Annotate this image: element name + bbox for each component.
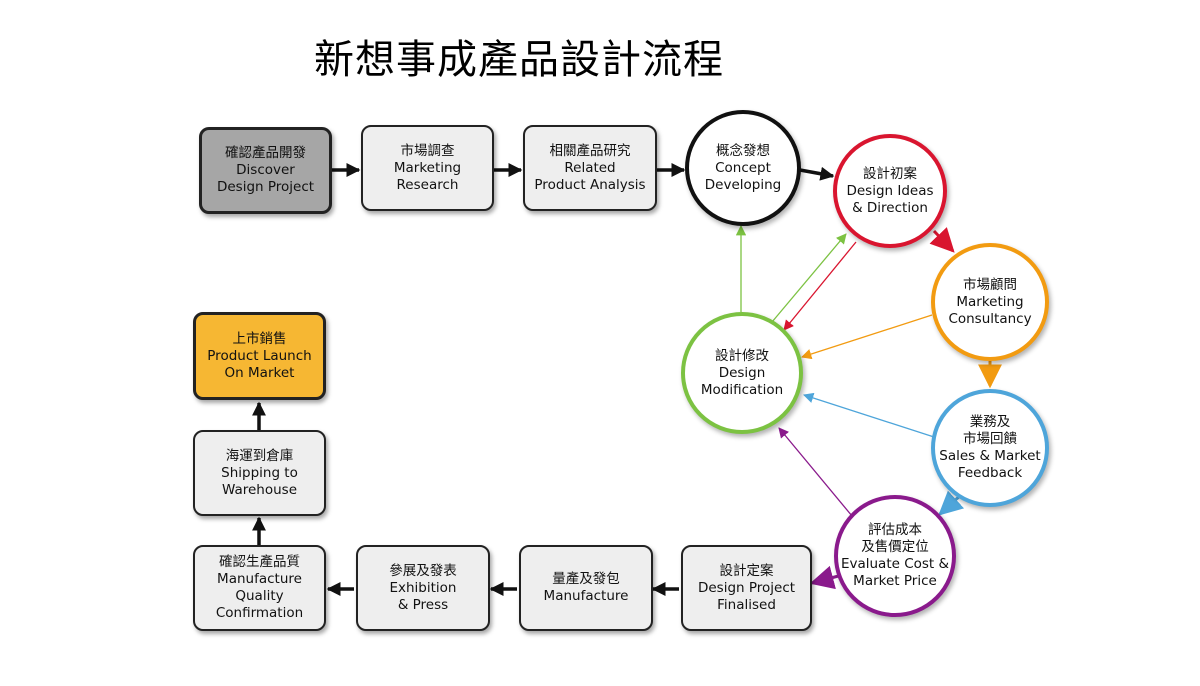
node-exhibition-press: 參展及發表 Exhibition & Press bbox=[356, 545, 490, 631]
node-label-en: Finalised bbox=[717, 596, 776, 613]
node-label-en: Design Project bbox=[216, 179, 315, 195]
arrow-evaluate-to-modification bbox=[778, 427, 858, 523]
node-label-en: Market Price bbox=[853, 573, 937, 589]
node-product-launch-on-market: 上市銷售 Product Launch On Market bbox=[193, 312, 326, 400]
node-label-zh: 參展及發表 bbox=[389, 562, 457, 579]
node-marketing-research: 市場調查 Marketing Research bbox=[361, 125, 494, 211]
node-label-zh: 量產及發包 bbox=[552, 571, 620, 587]
node-label-en: Design Ideas bbox=[846, 182, 934, 199]
node-label-en: Manufacture bbox=[217, 571, 302, 587]
node-label-en: Design Project bbox=[697, 579, 796, 596]
node-label-en: Related bbox=[564, 159, 616, 176]
node-label-zh: 評估成本 bbox=[868, 522, 922, 538]
node-label-en: Exhibition bbox=[389, 579, 457, 596]
arrow-feedback-to-modification bbox=[803, 392, 935, 438]
node-label-zh: 相關產品研究 bbox=[549, 142, 631, 159]
node-design-ideas-direction: 設計初案 Design Ideas & Direction bbox=[833, 134, 947, 248]
node-label-en: Design bbox=[718, 364, 766, 381]
node-label-zh: 業務及 bbox=[969, 414, 1011, 430]
node-manufacture: 量產及發包 Manufacture bbox=[519, 545, 653, 631]
node-label-zh: 設計定案 bbox=[719, 562, 774, 579]
node-label-zh: 確認產品開發 bbox=[225, 145, 306, 161]
node-label-zh: 及售價定位 bbox=[861, 539, 929, 555]
node-label-zh: 設計修改 bbox=[715, 347, 769, 364]
node-label-en: Modification bbox=[700, 381, 784, 398]
node-label-en: Product Analysis bbox=[534, 176, 646, 193]
node-label-en: Marketing bbox=[956, 293, 1024, 310]
node-shipping-to-warehouse: 海運到倉庫 Shipping to Warehouse bbox=[193, 430, 326, 516]
node-manufacture-quality-confirmation: 確認生產品質 Manufacture Quality Confirmation bbox=[193, 545, 326, 631]
node-marketing-consultancy: 市場顧問 Marketing Consultancy bbox=[931, 243, 1049, 361]
arrow-modification-to-ideas bbox=[771, 233, 847, 323]
node-label-en: Quality bbox=[235, 588, 284, 604]
node-label-zh: 市場回饋 bbox=[963, 431, 1017, 447]
arrow-ideas-to-consultancy bbox=[929, 227, 955, 253]
node-label-zh: 市場調查 bbox=[400, 142, 455, 159]
arrow-ideas-to-modification bbox=[783, 241, 857, 331]
node-evaluate-cost-market-price: 評估成本 及售價定位 Evaluate Cost & Market Price bbox=[834, 495, 956, 617]
node-label-en: Research bbox=[396, 176, 459, 193]
node-label-en: Product Launch bbox=[207, 347, 312, 364]
node-label-en: Developing bbox=[704, 176, 782, 193]
node-label-zh: 確認生產品質 bbox=[219, 554, 300, 570]
node-label-en: Sales & Market bbox=[939, 448, 1041, 464]
node-label-en: Discover bbox=[236, 162, 295, 178]
node-label-en: Consultancy bbox=[948, 310, 1032, 327]
node-discover-design-project: 確認產品開發 Discover Design Project bbox=[199, 127, 332, 214]
node-label-en: Warehouse bbox=[221, 481, 298, 498]
node-label-zh: 設計初案 bbox=[863, 165, 917, 182]
node-label-zh: 上市銷售 bbox=[232, 330, 287, 347]
node-label-en: Marketing bbox=[393, 159, 462, 176]
node-sales-market-feedback: 業務及 市場回饋 Sales & Market Feedback bbox=[931, 389, 1049, 507]
node-label-zh: 市場顧問 bbox=[963, 276, 1017, 293]
node-label-en: On Market bbox=[224, 364, 295, 381]
node-concept-developing: 概念發想 Concept Developing bbox=[685, 110, 801, 226]
node-label-en: Confirmation bbox=[215, 605, 304, 621]
node-design-modification: 設計修改 Design Modification bbox=[681, 312, 803, 434]
node-label-en: Shipping to bbox=[221, 464, 298, 481]
node-label-en: Evaluate Cost & bbox=[840, 556, 950, 572]
arrow-consultancy-to-modification bbox=[801, 314, 933, 360]
node-related-product-analysis: 相關產品研究 Related Product Analysis bbox=[523, 125, 657, 211]
node-label-zh: 海運到倉庫 bbox=[225, 447, 294, 464]
page-title: 新想事成產品設計流程 bbox=[314, 37, 724, 83]
node-label-en: Manufacture bbox=[543, 588, 629, 604]
node-design-project-finalised: 設計定案 Design Project Finalised bbox=[681, 545, 812, 631]
node-label-en: Concept bbox=[715, 159, 771, 176]
node-label-en: & Direction bbox=[852, 199, 928, 216]
node-label-en: Feedback bbox=[957, 465, 1023, 481]
arrow-concept-to-ideas bbox=[799, 166, 835, 181]
node-label-zh: 概念發想 bbox=[716, 142, 770, 159]
node-label-en: & Press bbox=[397, 596, 449, 613]
